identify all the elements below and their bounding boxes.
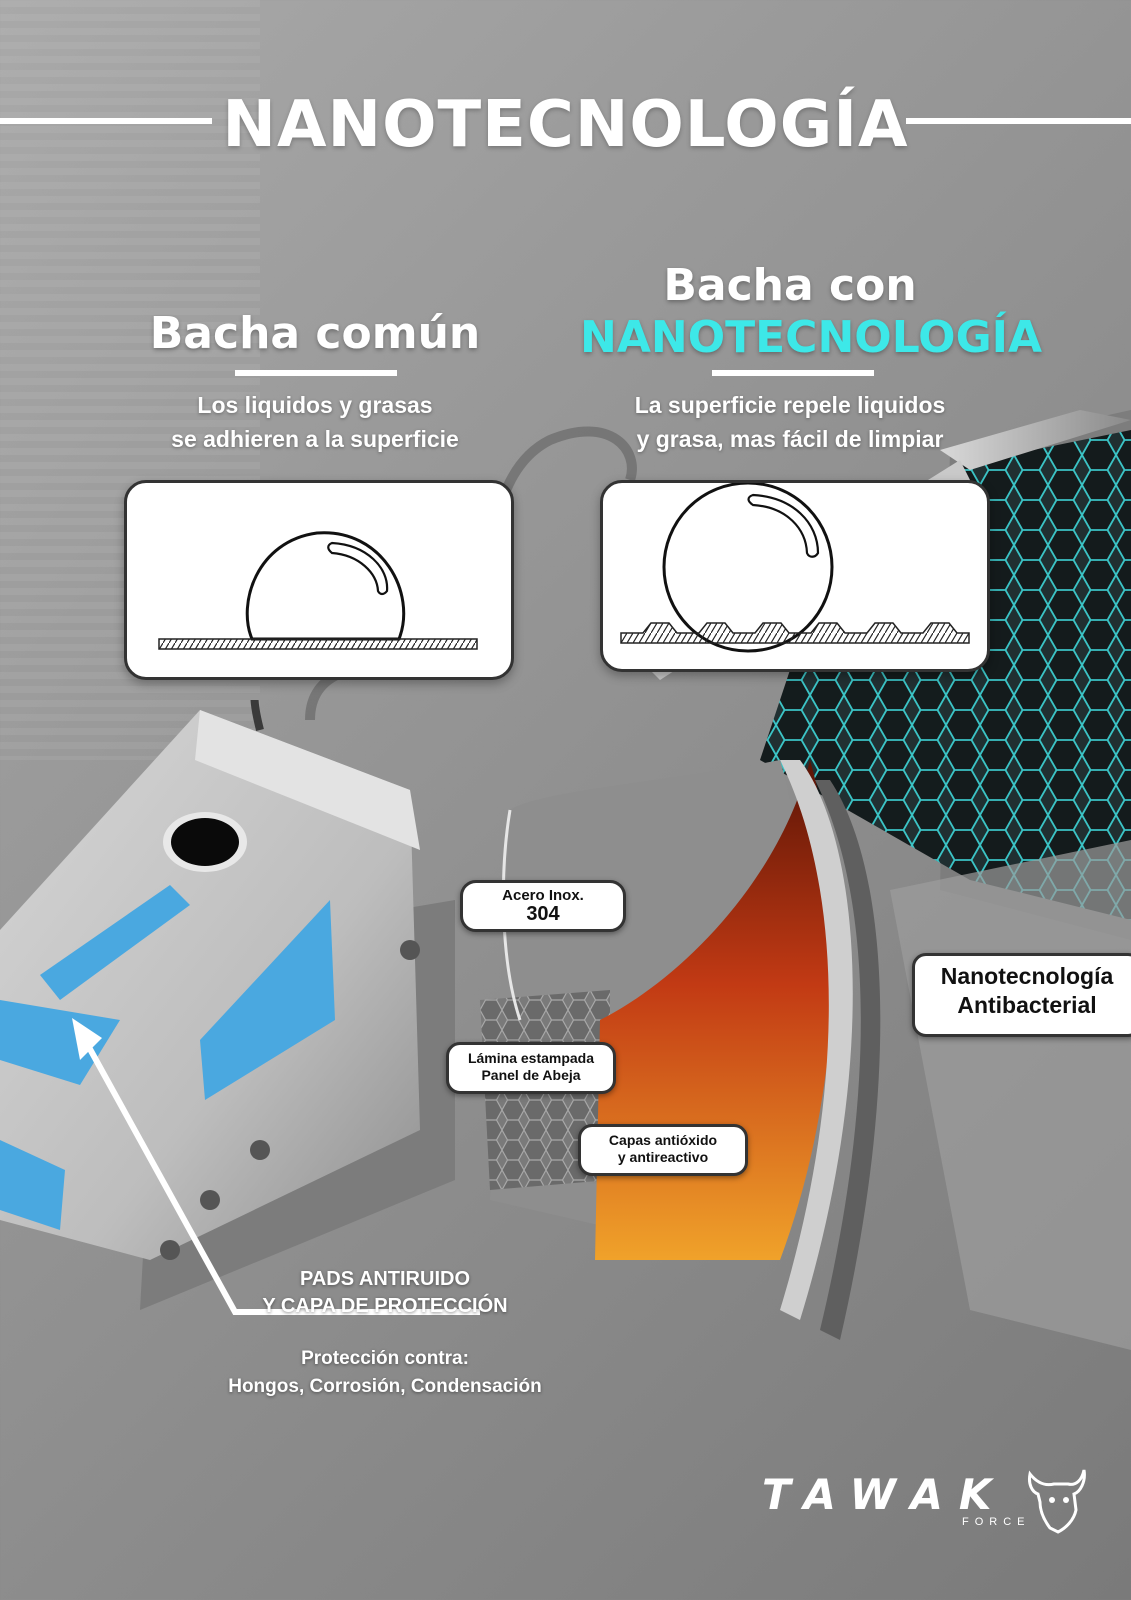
right-column-title: Bacha con NANOTECNOLOGÍA [580, 260, 1043, 364]
capas-label-line-1: Capas antióxido [608, 1132, 718, 1148]
right-column-description: La superficie repele liquidos y grasa, m… [580, 388, 1000, 456]
right-column-underline [712, 370, 874, 376]
left-column-title: Bacha común [149, 308, 481, 359]
pads-protection-text: Protección contra: Hongos, Corrosión, Co… [200, 1345, 570, 1401]
brand-logo: TAWAK FORCE [762, 1466, 1092, 1536]
adhering-droplet-diagram [158, 531, 478, 650]
pads-title-line-1: PADS ANTIRUIDO [300, 1268, 470, 1290]
nano-label-line-1: Nanotecnología [940, 963, 1114, 989]
pads-title-line-2: Y CAPA DE PROTECCIÓN [262, 1295, 508, 1317]
bull-head-icon [1028, 1469, 1086, 1534]
repelled-droplet-diagram [620, 481, 970, 653]
blue-pad-front [0, 1000, 120, 1085]
common-sink-panel [124, 480, 514, 680]
right-description-line-1: La superficie repele liquidos [634, 392, 946, 418]
pads-sub-line-2: Hongos, Corrosión, Condensación [228, 1376, 542, 1397]
lamina-estampada-label: Lámina estampada Panel de Abeja [446, 1042, 616, 1094]
nano-sink-panel [600, 480, 990, 672]
brand-name: TAWAK [762, 1470, 1008, 1519]
capas-label-line-2: y antireactivo [617, 1149, 709, 1165]
title-rule-right [906, 118, 1131, 124]
right-description-line-2: y grasa, mas fácil de limpiar [636, 426, 944, 452]
nanotecnologia-antibacterial-label: Nanotecnología Antibacterial [912, 953, 1131, 1037]
lamina-label-line-1: Lámina estampada [467, 1050, 595, 1066]
left-column-underline [235, 370, 397, 376]
acero-inox-label: Acero Inox. 304 [460, 880, 626, 932]
layers-illustration [480, 760, 881, 1340]
pads-illustration [0, 700, 480, 1315]
nano-label-line-2: Antibacterial [957, 992, 1097, 1018]
pads-sub-line-1: Protección contra: [301, 1348, 469, 1369]
blue-pad-bottom [0, 1140, 65, 1230]
lamina-label-line-2: Panel de Abeja [481, 1067, 581, 1083]
pads-title: PADS ANTIRUIDO Y CAPA DE PROTECCIÓN [230, 1266, 540, 1320]
title-rule-left [0, 118, 212, 124]
pads-pointer-arrow [82, 1038, 480, 1315]
right-title-line-2: NANOTECNOLOGÍA [580, 312, 1043, 363]
acero-label-line-2: 304 [526, 903, 560, 925]
blue-pad-top [40, 885, 190, 1000]
capas-antioxido-label: Capas antióxido y antireactivo [578, 1124, 748, 1176]
acero-label-line-1: Acero Inox. [502, 887, 584, 904]
left-column-description: Los liquidos y grasas se adhieren a la s… [110, 388, 520, 456]
right-title-line-1: Bacha con [663, 260, 917, 311]
left-description-line-2: se adhieren a la superficie [171, 426, 459, 452]
blue-pad-side [200, 900, 335, 1100]
page-title: NANOTECNOLOGÍA [222, 88, 909, 162]
left-description-line-1: Los liquidos y grasas [197, 392, 433, 418]
brand-subtitle: FORCE [962, 1516, 1031, 1528]
